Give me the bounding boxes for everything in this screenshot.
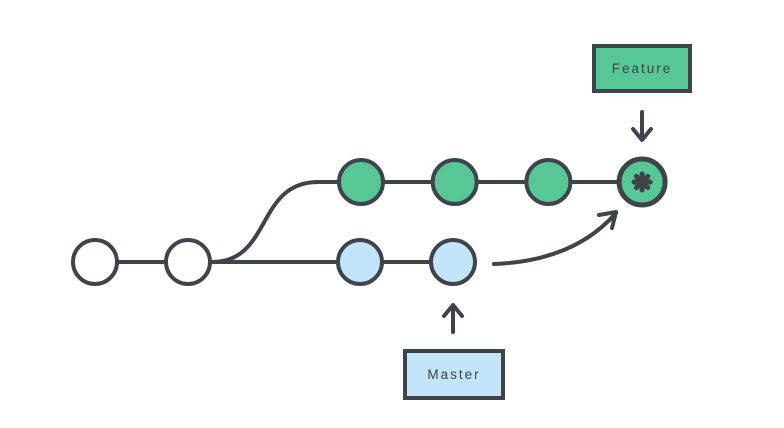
feature-pointer-arrow bbox=[631, 110, 653, 142]
merge-arrow-curve bbox=[492, 211, 618, 266]
master-commit-node bbox=[429, 238, 477, 286]
master-branch-label: Master bbox=[427, 367, 481, 382]
feature-commit-node bbox=[337, 158, 385, 206]
down-arrow-icon bbox=[631, 127, 653, 142]
master-pointer-arrow bbox=[442, 303, 464, 334]
feature-branch-label: Feature bbox=[611, 61, 673, 76]
base-commit-node bbox=[164, 238, 212, 286]
merge-commit-asterisk-icon bbox=[631, 171, 653, 193]
commit-nodes bbox=[71, 156, 668, 286]
master-commit-node bbox=[336, 238, 384, 286]
branch-off-curve bbox=[210, 180, 320, 264]
master-branch-label-box: Master bbox=[403, 349, 505, 400]
up-arrow-icon bbox=[442, 303, 464, 318]
feature-commit-node bbox=[430, 158, 479, 206]
feature-branch-label-box: Feature bbox=[592, 44, 692, 93]
feature-commit-node bbox=[524, 158, 573, 206]
base-commit-node bbox=[71, 238, 119, 286]
merge-arrowhead-icon bbox=[597, 210, 618, 230]
merge-arrow bbox=[492, 210, 618, 266]
